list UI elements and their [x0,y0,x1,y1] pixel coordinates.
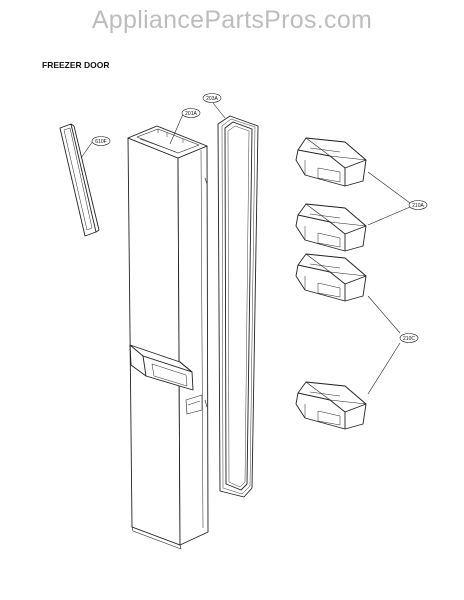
lower-door-bin-2 [295,381,367,430]
watermark: AppliancePartsPros.com [91,6,373,34]
lower-door-bin-1 [295,253,367,302]
callout-203a-label: 203A [206,96,218,102]
upper-door-bin-2 [295,203,367,252]
leader-lines [80,102,411,395]
upper-door-bin-1 [295,137,367,187]
callout-210c-bubble [399,333,419,343]
callout-201a-bubble [181,108,201,118]
callout-201a-label: 201A [185,111,197,117]
door-trim-strip [59,123,100,237]
door-gasket [217,115,259,498]
callout-210a-label: 210A [412,203,424,209]
callout-610f-label: 610F [95,139,106,145]
page-title: FREEZER DOOR [42,60,110,70]
callout-210c-label: 210C [403,336,415,342]
freezer-door-panel [127,125,209,550]
callout-203a-bubble [202,93,222,103]
callout-210a-bubble [408,200,428,210]
callout-610f-bubble [91,136,111,146]
